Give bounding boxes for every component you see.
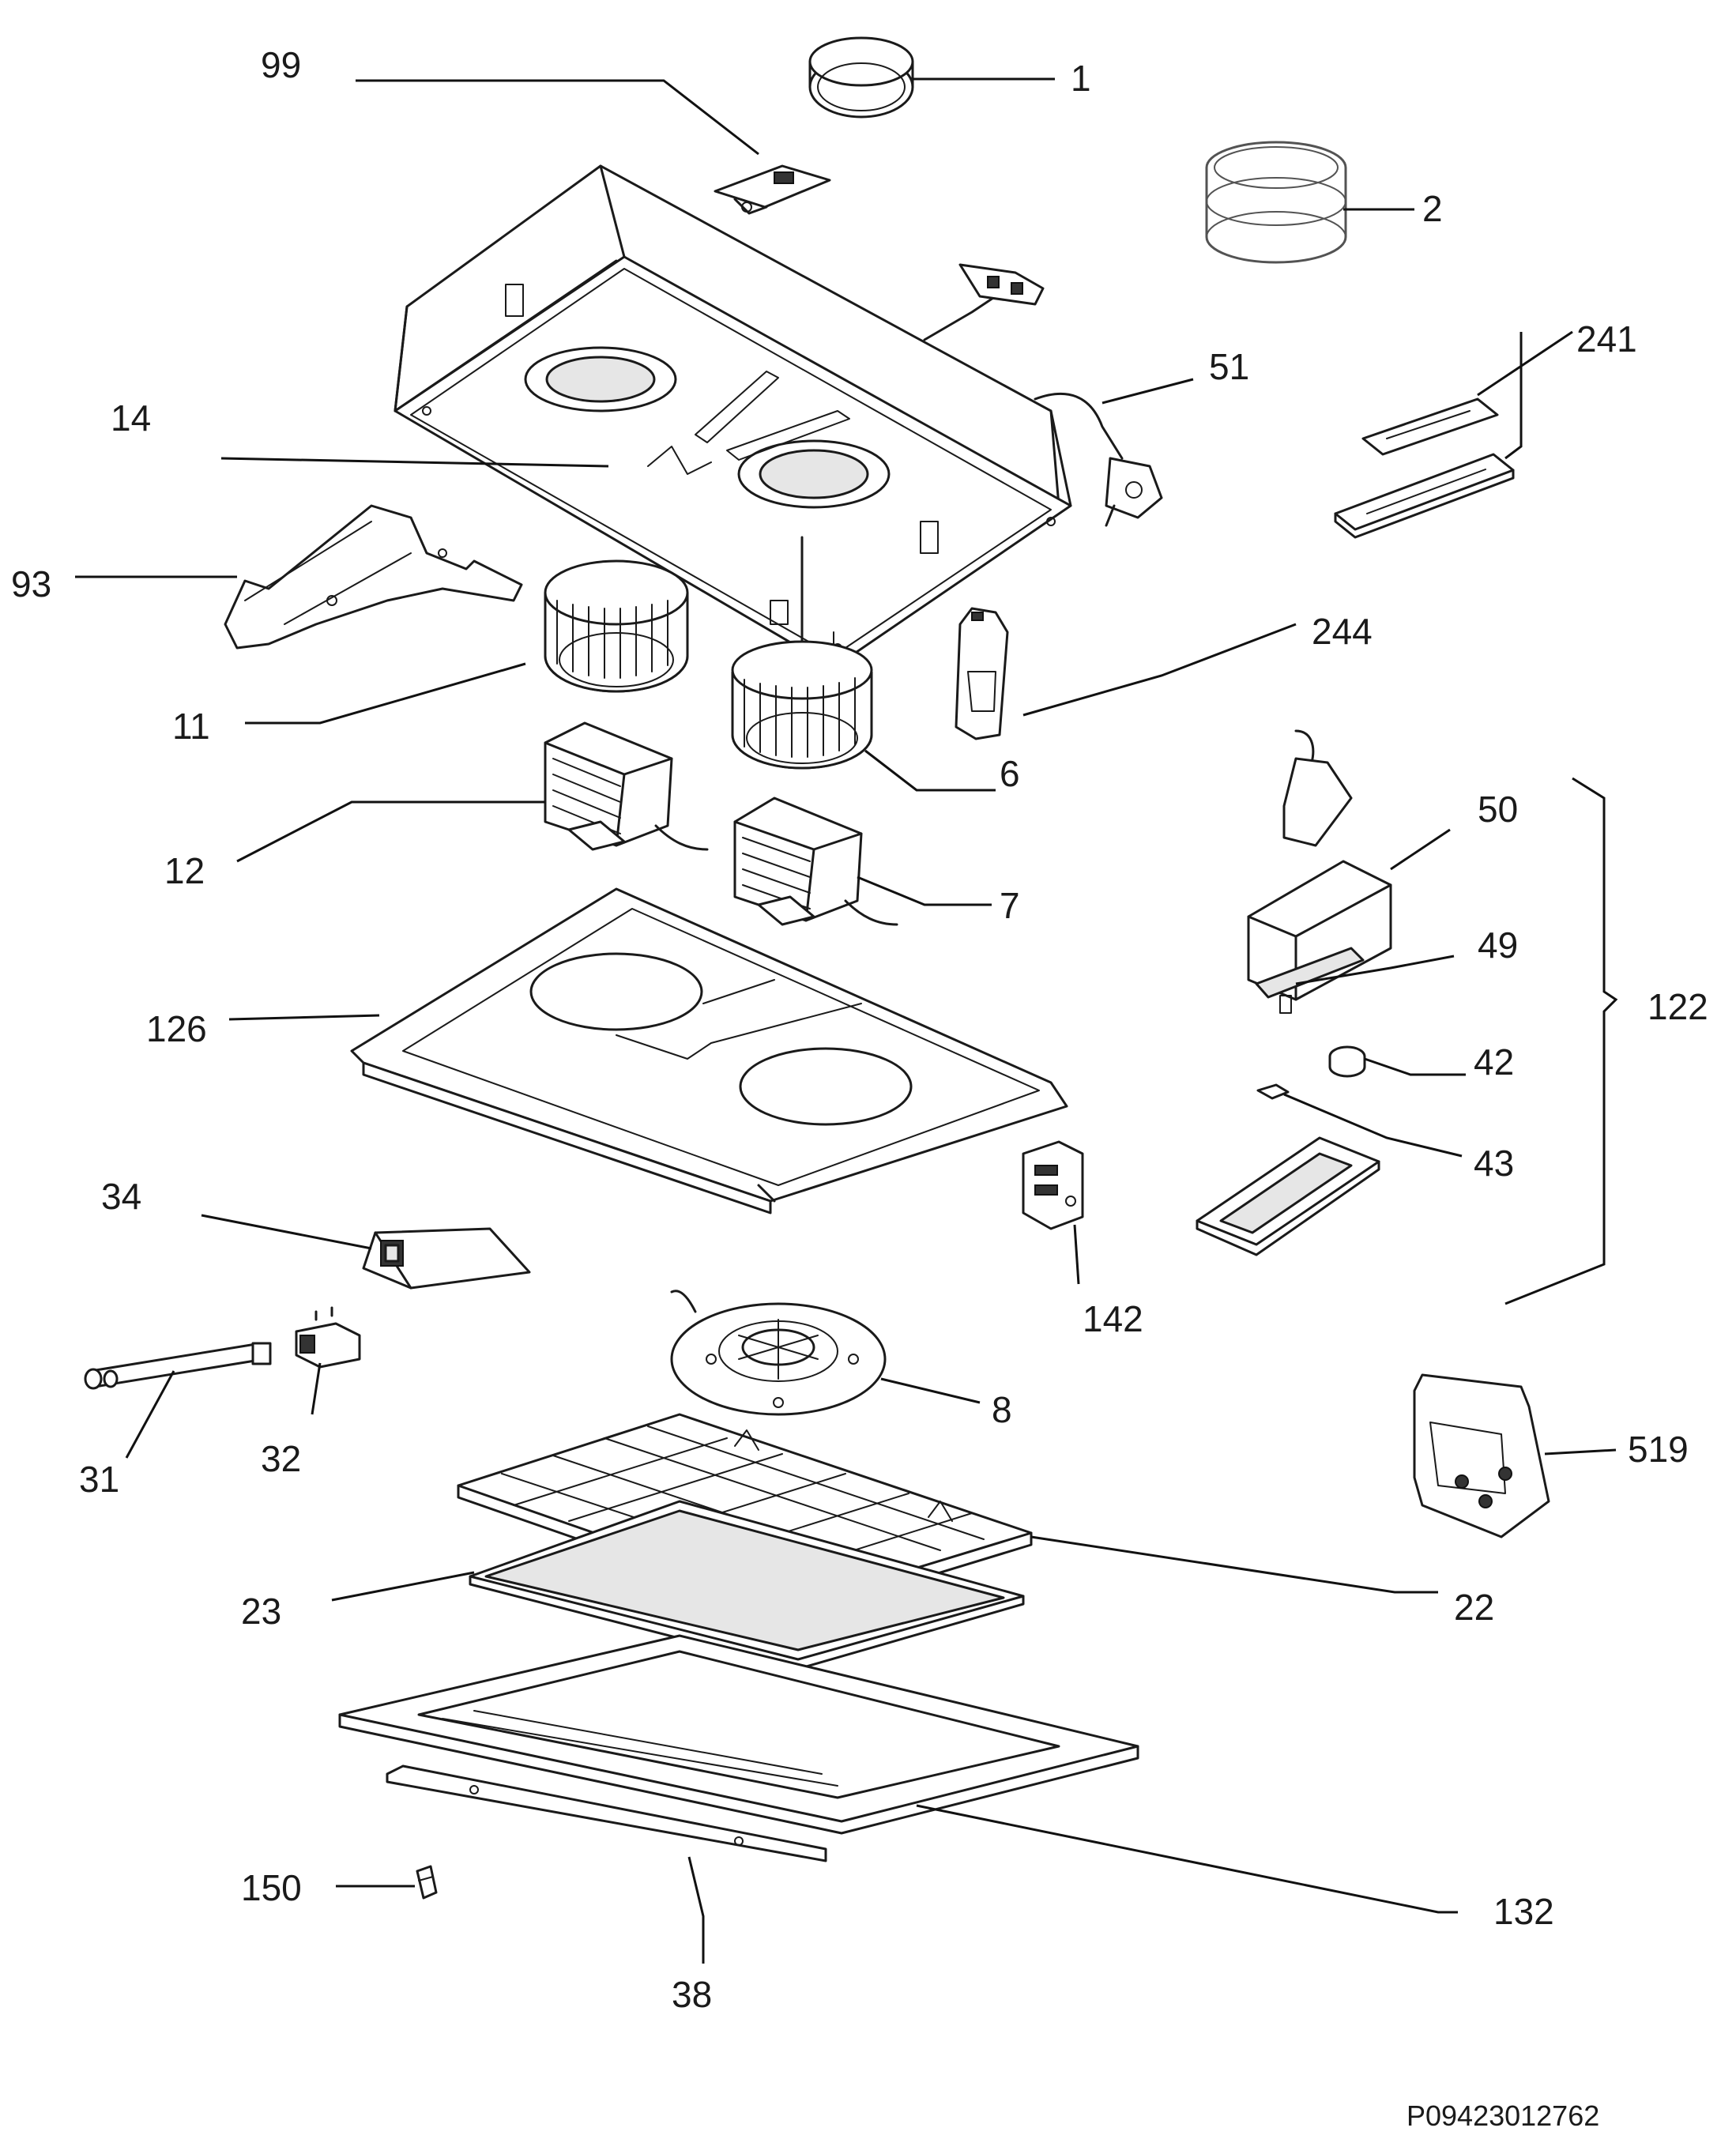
part-2-duct-adapter [1205,141,1347,264]
part-7-motor [733,796,898,926]
label-part-93: 93 [11,563,51,604]
label-part-34: 34 [101,1176,141,1217]
part-93-bracket [224,504,523,650]
label-part-6: 6 [1000,753,1020,794]
part-99-control-plate [714,164,831,215]
label-part-51: 51 [1209,346,1249,387]
label-part-31: 31 [79,1459,119,1500]
part-244-bracket [955,607,1009,740]
part-132-front-frame [338,1634,1139,1835]
label-part-32: 32 [261,1438,301,1479]
label-part-12: 12 [164,850,205,891]
label-part-23: 23 [241,1591,281,1632]
part-23-carbon-filter [469,1500,1025,1670]
part-6-blower-wheel [731,536,873,770]
part-12-motor [544,721,709,851]
part-241-frames [1334,397,1515,539]
part-34-lamp-cover [362,1227,531,1290]
label-part-150: 150 [241,1867,302,1908]
wire-harness [923,263,1045,341]
label-part-42: 42 [1474,1041,1514,1083]
part-31-lamp-tube [84,1342,272,1390]
label-part-7: 7 [1000,885,1020,926]
label-part-142: 142 [1083,1298,1143,1339]
part-42-bulb [1328,1045,1366,1078]
part-8-motor-mount [670,1290,887,1416]
part-142-latch [1022,1140,1084,1230]
part-43-clip [1256,1083,1290,1100]
label-part-241: 241 [1576,318,1637,360]
part-32-lamp-holder [295,1306,361,1369]
label-part-14: 14 [111,397,151,439]
part-51-power-cord [1034,392,1163,527]
label-part-99: 99 [261,44,301,85]
part-labels: 1 2 99 241 51 14 93 244 11 6 50 12 7 49 … [11,44,1708,2015]
label-part-2: 2 [1422,188,1443,229]
label-part-43: 43 [1474,1143,1514,1184]
part-150-clip [416,1865,438,1900]
light-frame [1196,1136,1380,1256]
label-part-11: 11 [172,706,210,747]
label-part-50: 50 [1478,789,1518,830]
label-part-22: 22 [1454,1587,1494,1628]
part-519-screw-bag [1413,1373,1550,1538]
label-part-49: 49 [1478,925,1518,966]
label-part-132: 132 [1493,1891,1554,1932]
label-part-244: 244 [1312,611,1373,652]
label-part-126: 126 [146,1008,207,1049]
label-part-122: 122 [1648,986,1708,1027]
leader-lines [75,77,1618,1964]
part-38-strip [386,1764,827,1862]
part-11-blower-wheel [544,559,689,693]
label-part-519: 519 [1628,1429,1689,1470]
part-126-inner-panel [350,887,1068,1214]
label-part-8: 8 [992,1389,1012,1430]
label-part-38: 38 [672,1974,712,2015]
drawing-code: P09423012762 [1406,2099,1599,2132]
label-part-1: 1 [1071,58,1091,99]
main-housing [394,164,1072,669]
part-1-duct-ring [808,36,914,119]
part-50-light-box [1247,729,1392,1014]
